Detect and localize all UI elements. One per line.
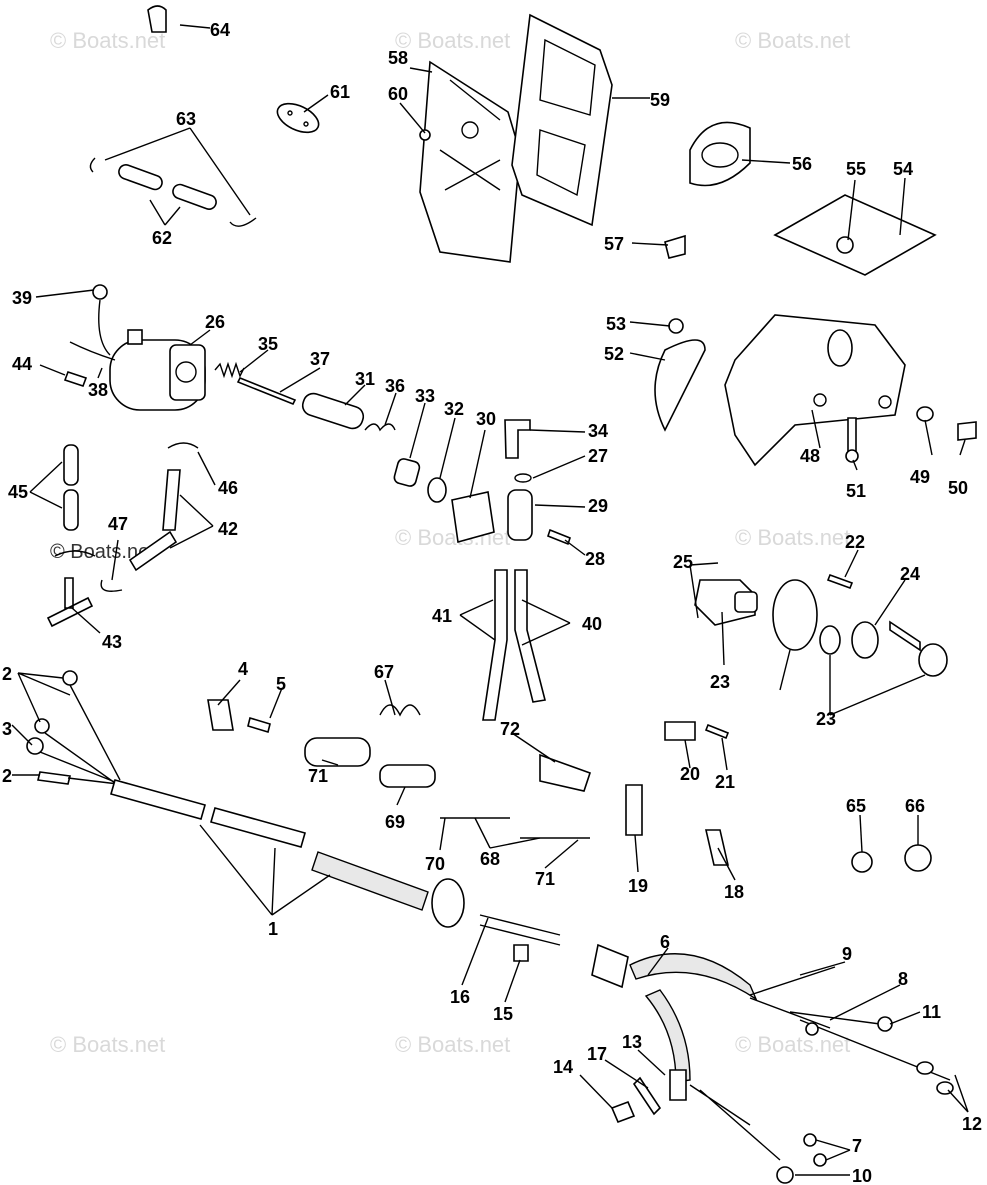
callout-label: 45 xyxy=(8,482,28,502)
callout-label: 56 xyxy=(792,154,812,174)
callout-label: 44 xyxy=(12,354,32,374)
callout-label: 10 xyxy=(852,1166,872,1185)
callout-label: 69 xyxy=(385,812,405,832)
callout-label: 28 xyxy=(585,549,605,569)
callout-label: 51 xyxy=(846,481,866,501)
callout-label: 11 xyxy=(922,1002,941,1022)
callout-label: 70 xyxy=(425,854,445,874)
watermark: © Boats.net xyxy=(50,28,165,53)
callout-label: 34 xyxy=(588,421,608,441)
callout-label: 42 xyxy=(218,519,238,539)
callout-label: 9 xyxy=(842,944,852,964)
callout-labels: 1 2 2 3 4 5 6 7 8 9 10 11 12 13 14 15 16… xyxy=(2,20,982,1185)
callout-label: 13 xyxy=(622,1032,642,1052)
callout-label: 55 xyxy=(846,159,866,179)
callout-label: 26 xyxy=(205,312,225,332)
callout-label: 14 xyxy=(553,1057,573,1077)
callout-label: 1 xyxy=(268,919,278,939)
callout-label: 68 xyxy=(480,849,500,869)
callout-label: 41 xyxy=(432,606,452,626)
callout-label: 46 xyxy=(218,478,238,498)
callout-label: 33 xyxy=(415,386,435,406)
watermark: © Boats.net xyxy=(735,28,850,53)
callout-label: 4 xyxy=(238,659,248,679)
callout-label: 43 xyxy=(102,632,122,652)
callout-label: 65 xyxy=(846,796,866,816)
callout-label: 63 xyxy=(176,109,196,129)
callout-label: 71 xyxy=(535,869,555,889)
callout-label: 21 xyxy=(715,772,735,792)
callout-label: 24 xyxy=(900,564,920,584)
callout-label: 18 xyxy=(724,882,744,902)
callout-label: 35 xyxy=(258,334,278,354)
callout-label: 23 xyxy=(710,672,730,692)
watermark: © Boats.net xyxy=(50,1032,165,1057)
callout-label: 27 xyxy=(588,446,608,466)
callout-label: 48 xyxy=(800,446,820,466)
part-drawings xyxy=(26,5,977,1184)
callout-label: 52 xyxy=(604,344,624,364)
callout-label: 25 xyxy=(673,552,693,572)
callout-label: 36 xyxy=(385,376,405,396)
watermark: © Boats.net xyxy=(735,1032,850,1057)
callout-label: 71 xyxy=(308,766,328,786)
watermark: © Boats.net xyxy=(50,541,155,563)
callout-label: 37 xyxy=(310,349,330,369)
callout-label: 67 xyxy=(374,662,394,682)
callout-label: 19 xyxy=(628,876,648,896)
callout-label: 66 xyxy=(905,796,925,816)
callout-label: 2 xyxy=(2,664,12,684)
watermark: © Boats.net xyxy=(395,28,510,53)
callout-label: 20 xyxy=(680,764,700,784)
callout-label: 17 xyxy=(587,1044,607,1064)
callout-label: 61 xyxy=(330,82,350,102)
callout-label: 6 xyxy=(660,932,670,952)
callout-label: 64 xyxy=(210,20,230,40)
callout-label: 47 xyxy=(108,514,128,534)
callout-label: 57 xyxy=(604,234,624,254)
callout-label: 50 xyxy=(948,478,968,498)
callout-label: 12 xyxy=(962,1114,982,1134)
callout-label: 8 xyxy=(898,969,908,989)
callout-label: 16 xyxy=(450,987,470,1007)
callout-label: 22 xyxy=(845,532,865,552)
callout-label: 31 xyxy=(355,369,375,389)
callout-label: 5 xyxy=(276,674,286,694)
watermark: © Boats.net xyxy=(735,525,850,550)
callout-label: 32 xyxy=(444,399,464,419)
callout-label: 7 xyxy=(852,1136,862,1156)
callout-label: 72 xyxy=(500,719,520,739)
callout-label: 39 xyxy=(12,288,32,308)
callout-label: 38 xyxy=(88,380,108,400)
callout-label: 60 xyxy=(388,84,408,104)
callout-label: 59 xyxy=(650,90,670,110)
callout-label: 3 xyxy=(2,719,12,739)
callout-label: 54 xyxy=(893,159,913,179)
callout-label: 53 xyxy=(606,314,626,334)
callout-label: 15 xyxy=(493,1004,513,1024)
callout-label: 29 xyxy=(588,496,608,516)
callout-label: 62 xyxy=(152,228,172,248)
callout-label: 40 xyxy=(582,614,602,634)
callout-label: 2 xyxy=(2,766,12,786)
callout-label: 23 xyxy=(816,709,836,729)
callout-label: 49 xyxy=(910,467,930,487)
callout-label: 58 xyxy=(388,48,408,68)
watermark: © Boats.net xyxy=(395,1032,510,1057)
leader-lines xyxy=(11,24,969,1176)
callout-label: 30 xyxy=(476,409,496,429)
